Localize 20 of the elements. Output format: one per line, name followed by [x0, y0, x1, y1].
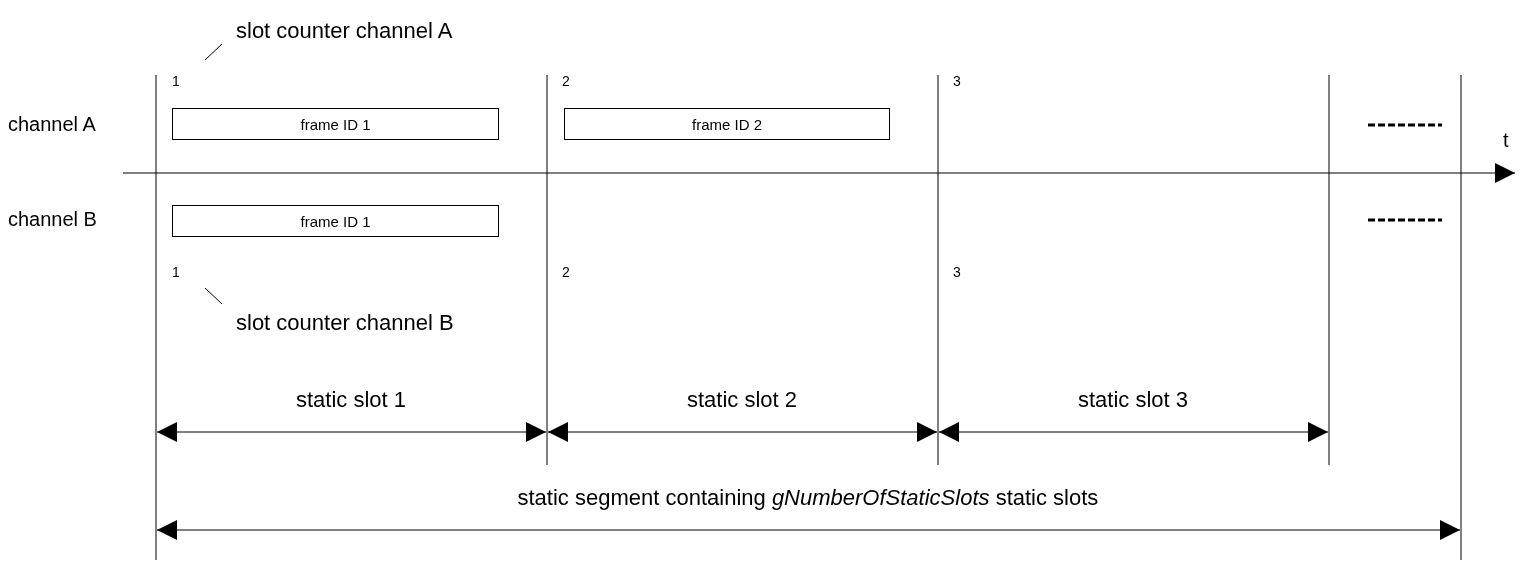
channel-label: channel A	[8, 114, 96, 134]
leader-line	[204, 43, 223, 61]
slot-number: 3	[953, 265, 961, 279]
slot-number: 2	[562, 265, 570, 279]
dimension-label: static segment containing gNumberOfStaticSlots static slots	[517, 487, 1099, 509]
slot-number: 2	[562, 74, 570, 88]
dimension-label: static slot 3	[1078, 389, 1189, 411]
dimension-label: static slot 2	[687, 389, 798, 411]
frame-box: frame ID 2	[564, 108, 890, 140]
leader-line	[204, 287, 223, 305]
frame-box: frame ID 1	[172, 205, 499, 237]
axis-label: t	[1503, 130, 1509, 150]
slot-number: 3	[953, 74, 961, 88]
annotation-text: slot counter channel A	[236, 20, 453, 42]
dimension-label: static slot 1	[296, 389, 407, 411]
slot-number: 1	[172, 74, 180, 88]
frame-box: frame ID 1	[172, 108, 499, 140]
annotation-text: slot counter channel B	[236, 312, 454, 334]
slot-number: 1	[172, 265, 180, 279]
channel-label: channel B	[8, 209, 97, 229]
